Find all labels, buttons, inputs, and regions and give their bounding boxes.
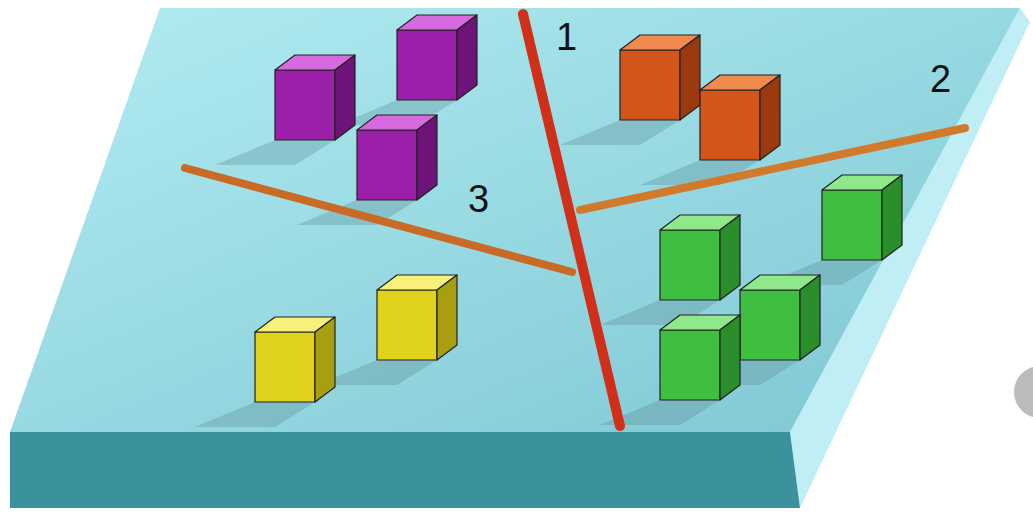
separator-lines: [185, 14, 965, 426]
slab-top: [10, 8, 1020, 432]
callout-number: 1: [556, 18, 577, 56]
orange-cube: [700, 75, 780, 160]
purple-cube: [275, 55, 355, 140]
yellow-cube: [377, 275, 457, 360]
callout-number: 3: [468, 180, 489, 218]
orange-cube: [620, 35, 700, 120]
green-cube: [822, 175, 902, 260]
callout-number: 2: [930, 60, 951, 98]
purple-cube: [397, 15, 477, 100]
green-cube: [660, 315, 740, 400]
green-cube: [740, 275, 820, 360]
yellow-cube: [255, 317, 335, 402]
green-cube: [660, 215, 740, 300]
edge-circle: [1014, 366, 1033, 418]
slab-front: [10, 432, 800, 508]
purple-cube: [357, 115, 437, 200]
